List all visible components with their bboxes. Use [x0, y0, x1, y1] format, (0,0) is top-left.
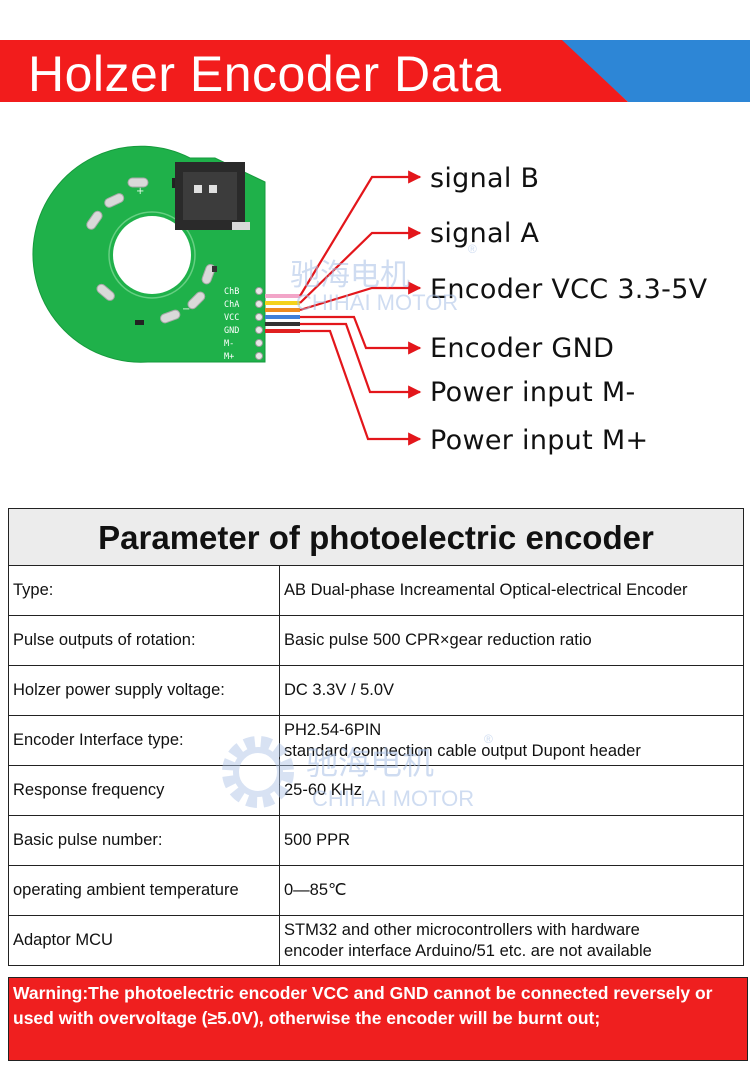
table-row: Encoder Interface type: PH2.54-6PIN stan… [8, 715, 744, 766]
table-row: Basic pulse number: 500 PPR [8, 815, 744, 866]
param-key: operating ambient temperature [8, 865, 280, 916]
label-signal-b: signal B [430, 163, 540, 194]
page-title: Holzer Encoder Data [28, 46, 502, 102]
param-value: Basic pulse 500 CPR×gear reduction ratio [279, 615, 744, 666]
optical-sensor [175, 162, 250, 230]
watermark-cn: 驰海电机 [290, 259, 410, 292]
label-power-m-plus: Power input M+ [430, 425, 649, 456]
param-key: Holzer power supply voltage: [8, 665, 280, 716]
pin-label-m-minus: M- [224, 339, 234, 349]
param-value-line: encoder interface Arduino/51 etc. are no… [284, 941, 652, 960]
pin-label-chb: ChB [224, 287, 239, 297]
param-key: Encoder Interface type: [8, 715, 280, 766]
param-key: Basic pulse number: [8, 815, 280, 866]
table-row: Adaptor MCU STM32 and other microcontrol… [8, 915, 744, 966]
param-key: Type: [8, 565, 280, 616]
param-key: Adaptor MCU [8, 915, 280, 966]
param-value-line: standard connection cable output Dupont … [284, 741, 641, 760]
pin-label-cha: ChA [224, 300, 239, 310]
pcb-plus-mark: + [136, 186, 144, 197]
encoder-diagram: + − ChB ChA VCC GND M- M+ [32, 145, 422, 446]
param-value-line: STM32 and other microcontrollers with ha… [284, 920, 640, 939]
table-row: Holzer power supply voltage: DC 3.3V / 5… [8, 665, 744, 716]
watermark-reg-table: ® [484, 732, 493, 746]
watermark-cn-table: 驰海电机 [306, 745, 435, 781]
watermark-en: CHIHAI MOTOR [296, 290, 459, 315]
table-row: Type: AB Dual-phase Increamental Optical… [8, 565, 744, 616]
pin-label-gnd: GND [224, 326, 239, 336]
pin-label-vcc: VCC [224, 313, 239, 323]
label-power-m-minus: Power input M- [430, 377, 636, 408]
table-row: Pulse outputs of rotation: Basic pulse 5… [8, 615, 744, 666]
param-value: DC 3.3V / 5.0V [279, 665, 744, 716]
leader-lines [299, 170, 422, 446]
label-encoder-gnd: Encoder GND [430, 333, 615, 364]
watermark-reg: ® [468, 242, 477, 256]
param-value: 25-60 KHz [279, 765, 744, 816]
table-row: operating ambient temperature 0—85℃ [8, 865, 744, 916]
label-encoder-vcc: Encoder VCC 3.3-5V [430, 274, 708, 305]
banner-blue-stripe [560, 40, 750, 102]
label-signal-a: signal A [430, 218, 540, 249]
encoder-wires [265, 294, 300, 333]
param-value: STM32 and other microcontrollers with ha… [279, 915, 744, 966]
encoder-pcb: + − ChB ChA VCC GND M- M+ [32, 145, 266, 363]
table-title: Parameter of photoelectric encoder [8, 508, 744, 566]
param-value: AB Dual-phase Increamental Optical-elect… [279, 565, 744, 616]
pcb-minus-mark: − [182, 304, 190, 315]
param-value: PH2.54-6PIN standard connection cable ou… [279, 715, 744, 766]
param-value: 0—85℃ [279, 865, 744, 916]
parameter-table: Parameter of photoelectric encoder Type:… [8, 508, 744, 966]
param-key: Pulse outputs of rotation: [8, 615, 280, 666]
watermark-en-table: CHIHAI MOTOR [312, 786, 475, 811]
param-value: 500 PPR [279, 815, 744, 866]
pin-label-m-plus: M+ [224, 352, 234, 362]
gear-watermark-icon [222, 736, 294, 808]
warning-box: Warning:The photoelectric encoder VCC an… [8, 977, 748, 1061]
title-banner [0, 40, 750, 102]
banner-red-band [0, 40, 628, 102]
param-value-line: PH2.54-6PIN [284, 720, 382, 739]
